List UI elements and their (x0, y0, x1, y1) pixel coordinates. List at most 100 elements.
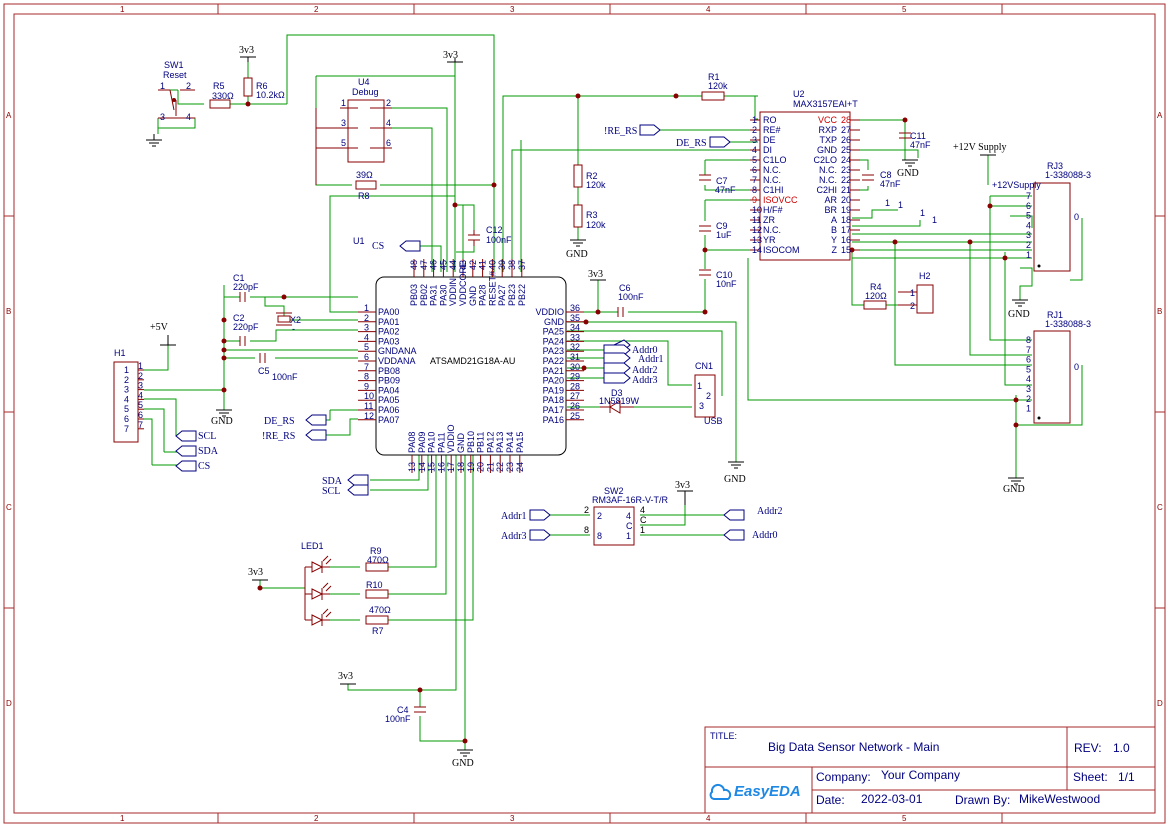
u2-value: MAX3157EAI+T (793, 99, 858, 109)
sw2-num-8: 8 (584, 525, 589, 535)
sw1-pin-2: 2 (186, 81, 191, 91)
led1-array: LED1 (301, 541, 332, 626)
u1-top-pin-name: PB23 (507, 284, 517, 306)
u1-right-pin-num: 28 (570, 381, 580, 391)
net-label-de-rs-left: DE_RS (264, 414, 327, 427)
c2-ref: C2 (233, 313, 245, 323)
r10-ref: R10 (366, 580, 383, 590)
u1-right-pin-name: PA19 (543, 385, 564, 395)
row-a-left: A (6, 111, 12, 120)
net-scl-1: SCL (198, 431, 216, 442)
sw1-ref: SW1 (164, 60, 184, 70)
h1-pin-num: 7 (138, 420, 143, 430)
rj1-pin: 3 (1026, 384, 1031, 394)
net-gnd-7: GND (1003, 484, 1025, 495)
net-addr3-2: Addr3 (501, 531, 527, 542)
u4-value: Debug (352, 87, 379, 97)
power-3v3-u1-top: 3v3 (443, 50, 463, 63)
u1-left-pin-name: PA03 (378, 336, 399, 346)
rj3-pin: 1 (1026, 250, 1031, 260)
c10-capacitor: C10 10nF (699, 269, 737, 289)
rj3-zero: 0 (1074, 212, 1079, 222)
u1-top-pin-num: 46 (429, 260, 439, 270)
c5-capacitor: C5 100nF (258, 353, 298, 382)
net-sda-2: SDA (322, 476, 343, 487)
net-3v3-4: 3v3 (338, 671, 353, 682)
rj3-pin: 4 (1026, 220, 1031, 230)
r8-value: 39Ω (356, 170, 373, 180)
h2-ref: H2 (919, 271, 931, 281)
gnd-r3: GND (566, 239, 588, 260)
u1-bottom-pin-num: 14 (417, 462, 427, 472)
net-3v3-1: 3v3 (239, 45, 254, 56)
u1-top-pin-name: PB03 (409, 284, 419, 306)
title-block: TITLE: Big Data Sensor Network - Main RE… (704, 726, 1156, 814)
u1-bottom-pin-num: 17 (446, 462, 456, 472)
u2-right-pin-name: B (831, 225, 837, 235)
r3-value: 120k (586, 220, 606, 230)
u2-left-pin-name: N.C. (763, 165, 781, 175)
drawn-by-value: MikeWestwood (1019, 792, 1100, 806)
u2-left-pin-name: C1LO (763, 155, 787, 165)
u2-left-pin-name: YR (763, 235, 776, 245)
c7-capacitor: C7 47nF (699, 174, 736, 195)
r6-ref: R6 (256, 81, 268, 91)
c9-capacitor: C9 1uF (699, 221, 732, 240)
u1-right-pin-num: 26 (570, 401, 580, 411)
c5-ref: C5 (258, 366, 270, 376)
sw2-value: RM3AF-16R-V-T/R (592, 495, 669, 505)
u1-top-pin-name: RESET# (487, 271, 497, 306)
u2-right-pin-name: AR (824, 195, 837, 205)
rj3-pin: 5 (1026, 211, 1031, 221)
u1-bottom-pin-name: PA13 (495, 432, 505, 453)
row-b-right: B (1157, 307, 1162, 316)
u1-left-pin-num: 1 (364, 303, 369, 313)
u1-left-pin-num: 12 (364, 411, 374, 421)
c11-value: 47nF (910, 140, 931, 150)
h2-header: H2 1 2 (898, 271, 934, 314)
u1-bottom-pin-name: PA10 (427, 432, 437, 453)
u4-ref: U4 (358, 77, 370, 87)
x2-crystal: X2 - (276, 312, 301, 334)
u1-bottom-pin-name: PA09 (417, 432, 427, 453)
h1-pin-name: 7 (124, 424, 129, 434)
col-4-bottom: 4 (706, 814, 711, 823)
u2-left-pin-name: DI (763, 145, 772, 155)
c10-ref: C10 (716, 270, 733, 280)
net-addr1-2: Addr1 (501, 511, 527, 522)
u2-left-pin-num: 11 (752, 215, 761, 225)
c4-value: 100nF (385, 714, 411, 724)
u1-left-pin-name: PA04 (378, 385, 399, 395)
sw2-dip-switch: SW2 RM3AF-16R-V-T/R 2 8 4 1 C 2 8 4 1 C (584, 486, 669, 546)
rj1-pin: 1 (1026, 404, 1031, 414)
u1-right-pin-num: 34 (570, 323, 580, 333)
easyeda-logo-text: EasyEDA (734, 783, 801, 800)
c6-capacitor: C6 100nF (617, 283, 644, 317)
u1-right-pin-name: PA17 (543, 405, 564, 415)
c2-capacitor: C2 220pF (233, 313, 259, 346)
rev-label: REV: (1074, 741, 1102, 755)
u2-right-pin-num: 16 (841, 235, 851, 245)
row-c-right: C (1157, 503, 1163, 512)
u2-right-pin-name: RXP (818, 125, 837, 135)
net-label-addr2-u1: Addr2 (603, 362, 658, 376)
r2-resistor: R2 120k (573, 164, 606, 190)
r4-ref: R4 (870, 282, 882, 292)
gnd-u1-right: GND (724, 461, 746, 485)
row-b-left: B (6, 307, 11, 316)
r9-value: 470Ω (367, 555, 389, 565)
date-label: Date: (816, 793, 845, 807)
c8-value: 47nF (880, 179, 901, 189)
cn1-ref: CN1 (695, 361, 713, 371)
sw1-pin-1: 1 (160, 81, 165, 91)
c8-ref: C8 (880, 170, 892, 180)
u1-left-pin-name: PA05 (378, 395, 399, 405)
u1-left-pin-name: VDDANA (378, 356, 416, 366)
u1-top-pin-num: 44 (448, 260, 458, 270)
c6-ref: C6 (619, 283, 631, 293)
u1-bottom-pin-num: 19 (466, 462, 476, 472)
net-label-addr3-sw2: Addr3 (501, 529, 551, 542)
r5-resistor: R5 330Ω (209, 81, 234, 109)
